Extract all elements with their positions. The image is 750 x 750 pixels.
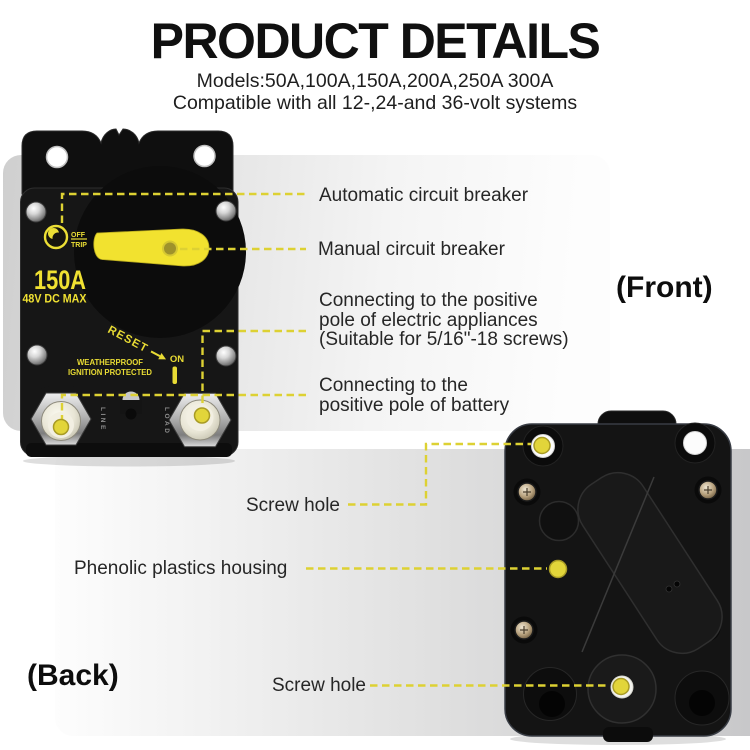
callout-dot-housing (548, 559, 568, 579)
front-base (26, 443, 232, 457)
callout-line-automatic (60, 192, 306, 223)
reset-trip-button (43, 224, 69, 250)
callout-label-screw-bottom: Screw hole (272, 675, 366, 696)
callout-line-battery (60, 393, 306, 419)
front-mount-hole-right (193, 144, 216, 168)
callout-label-battery: Connecting to the positive pole of batte… (319, 376, 509, 416)
ignition-protected-text: IGNITION PROTECTED (68, 368, 152, 377)
callout-label-manual: Manual circuit breaker (318, 239, 505, 260)
callout-line-appliance (201, 329, 306, 409)
front-device: OFF TRIP 150A 48V DC MAX RESET WEATHERPR… (20, 128, 246, 467)
subtitle-compatibility: Compatible with all 12-,24-and 36-volt s… (172, 92, 578, 114)
callout-label-appliance-line3: (Suitable for 5/16"-18 screws) (319, 329, 569, 350)
weatherproof-text: WEATHERPROOF (77, 358, 143, 367)
back-pin-dot (665, 585, 673, 593)
amp-rating-text: 150A (34, 265, 86, 295)
front-device-shadow (23, 455, 235, 467)
back-diagonal-ridge (577, 471, 723, 655)
center-notch-mask (120, 400, 142, 414)
callout-line-screw-top (348, 442, 531, 506)
back-bottom-tab (603, 727, 653, 742)
load-terminal-label: LOAD (163, 407, 170, 435)
off-label: OFF (71, 232, 86, 239)
callout-dot-screw-top (533, 436, 551, 455)
reset-arrow-icon (158, 353, 167, 360)
callout-dots (52, 407, 630, 696)
back-caption: (Back) (27, 659, 119, 692)
callout-dot-battery (52, 418, 70, 436)
front-corner-screws (25, 200, 237, 367)
lever-pivot-dot (162, 240, 178, 257)
line-terminal-label: LINE (99, 407, 106, 432)
trip-label: TRIP (71, 242, 87, 249)
front-caption: (Front) (616, 271, 713, 304)
back-round-boss (538, 500, 580, 542)
manual-lever (93, 228, 210, 267)
callout-dot-appliance (193, 407, 211, 424)
back-assembly-screws (510, 476, 722, 644)
callout-label-automatic: Automatic circuit breaker (319, 185, 529, 206)
callout-label-appliance-line2: pole of electric appliances (319, 309, 538, 331)
voltage-rating-text: 48V DC MAX (23, 294, 87, 306)
callout-label-battery-line1: Connecting to the (319, 375, 468, 396)
back-pin-dot (673, 580, 681, 588)
page-title: PRODUCT DETAILS (150, 13, 601, 69)
callout-label-appliance-line1: Connecting to the positive (319, 290, 538, 311)
back-seam-line (581, 476, 655, 653)
on-label: ON (170, 354, 184, 365)
callout-label-housing: Phenolic plastics housing (74, 558, 288, 579)
callout-label-appliance: Connecting to the positive pole of elect… (319, 291, 569, 350)
callout-dot-screw-bottom (612, 677, 630, 696)
callout-label-battery-line2: positive pole of battery (319, 395, 510, 416)
on-bar-icon (172, 366, 177, 384)
front-mount-hole-left (45, 145, 69, 169)
subtitle-models: Models:50A,100A,150A,200A,250A 300A (196, 70, 554, 92)
callout-label-screw-top: Screw hole (246, 495, 340, 516)
center-hole (125, 408, 137, 420)
callout-lines (60, 192, 609, 687)
back-mount-hole-right (683, 431, 707, 455)
